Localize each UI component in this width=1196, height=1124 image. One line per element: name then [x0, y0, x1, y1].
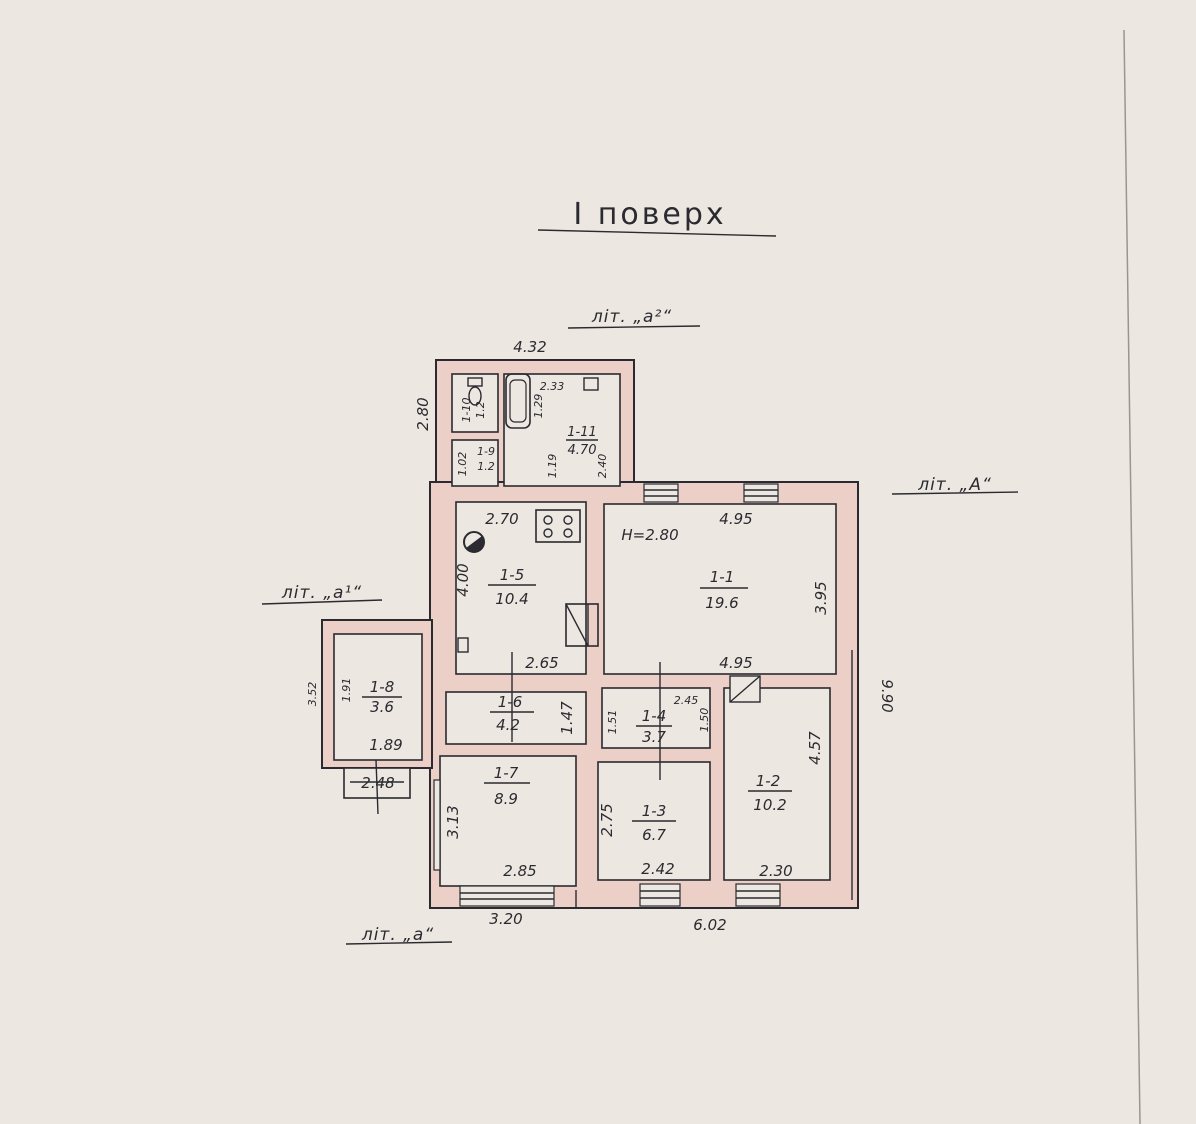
room-1-9	[451, 439, 499, 487]
room-1-10	[451, 373, 499, 433]
dim-r19-h: 1.19	[546, 454, 559, 479]
room-1-3-area: 6.7	[642, 826, 666, 844]
dim-bath-h: 1.29	[532, 394, 545, 419]
room-1-5-id: 1-5	[500, 566, 525, 584]
dim-r13-height: 2.75	[598, 803, 616, 836]
room-1-1-id: 1-1	[710, 568, 735, 586]
label-lit-A-underline	[891, 491, 1019, 495]
room-1-3-id: 1-3	[642, 802, 667, 820]
dim-r17-bottom: 2.85	[503, 862, 536, 880]
room-1-10-area: 1.2	[474, 401, 487, 419]
porch-axis	[375, 759, 379, 815]
washbasin-icon	[583, 377, 599, 391]
room-1-11	[503, 373, 621, 487]
heater-icon	[565, 603, 599, 647]
room-1-7-id: 1-7	[494, 764, 519, 782]
room-1-8-id: 1-8	[370, 678, 395, 696]
room-1-11-id: 1-11	[567, 425, 597, 440]
room-1-7-area: 8.9	[494, 790, 518, 808]
dim-total-height: 9.90	[878, 679, 896, 712]
page-title: I поверх	[573, 197, 726, 232]
bathtub-icon	[505, 373, 531, 429]
dim-bottom-right: 6.02	[693, 916, 726, 934]
dim-r15-height: 4.00	[454, 563, 472, 596]
room-1-4-id: 1-4	[642, 707, 667, 725]
dim-r11-top: 4.95	[719, 510, 752, 528]
sink-icon	[457, 637, 469, 653]
room-1-6-area: 4.2	[496, 716, 520, 734]
dim-r17-height: 3.13	[444, 805, 462, 838]
room-1-1-area: 19.6	[705, 594, 738, 612]
label-lit-A: літ. „А“	[917, 475, 992, 495]
dim-a1-height: 3.52	[306, 682, 319, 707]
room-1-8-area: 3.6	[370, 698, 394, 716]
dim-r16-height: 1.47	[558, 701, 576, 735]
label-lit-a2: літ. „а²“	[591, 307, 672, 327]
room-1-2	[723, 687, 831, 881]
stove-icon	[535, 509, 581, 543]
room-1-6	[445, 691, 587, 745]
dim-r19-w: 1.02	[456, 452, 469, 477]
label-lit-a: літ. „а“	[361, 925, 434, 945]
dim-r12-height: 4.57	[806, 731, 824, 765]
room-1-6-id: 1-6	[498, 693, 523, 711]
room-1-4-area: 3.7	[642, 728, 666, 746]
room-1-11-area: 4.70	[568, 443, 597, 458]
room-1-9-id: 1-9	[477, 445, 495, 458]
room-1-2-area: 10.2	[753, 796, 786, 814]
dim-r11-height: 3.95	[812, 581, 830, 614]
label-lit-a1-underline	[261, 599, 383, 605]
boiler-icon	[463, 531, 485, 553]
room-1-1	[603, 503, 837, 675]
windows	[433, 483, 781, 907]
dim-porch-width: 2.48	[361, 774, 394, 792]
label-lit-a1: літ. „а¹“	[281, 583, 362, 603]
room-1-9-area: 1.2	[477, 460, 495, 473]
room-1-10-id: 1-10	[460, 398, 473, 423]
dim-a2-width: 4.32	[513, 338, 546, 356]
dim-r111-h: 2.40	[596, 454, 609, 479]
toilet-icon	[467, 377, 483, 406]
dim-r18-height: 1.91	[340, 678, 353, 703]
dim-r18-bottom: 1.89	[369, 736, 402, 754]
room-1-5-area: 10.4	[495, 590, 528, 608]
height-note: H=2.80	[621, 526, 678, 544]
label-lit-a-underline	[345, 941, 453, 945]
room-1-5	[455, 501, 587, 675]
dim-bottom-left: 3.20	[489, 910, 522, 928]
dim-r12-bottom: 2.30	[759, 862, 792, 880]
dim-r15-bottom: 2.65	[525, 654, 558, 672]
dim-r15-top: 2.70	[485, 510, 518, 528]
room-1-7	[439, 755, 577, 887]
title-underline	[537, 229, 777, 237]
stair-icon	[729, 675, 761, 703]
room-1-4	[601, 687, 711, 749]
room-1-2-id: 1-2	[756, 772, 781, 790]
dim-r13-bottom: 2.42	[641, 860, 674, 878]
dim-r11-bottom: 4.95	[719, 654, 752, 672]
dim-r14-left: 1.51	[606, 710, 619, 735]
paper-edge	[1123, 29, 1141, 1124]
dim-a2-height: 2.80	[414, 397, 432, 430]
dim-r14-width: 2.45	[674, 694, 699, 707]
dim-bath-w: 2.33	[540, 380, 565, 393]
label-lit-a2-underline	[567, 325, 701, 329]
dim-r14-right: 1.50	[698, 708, 711, 733]
